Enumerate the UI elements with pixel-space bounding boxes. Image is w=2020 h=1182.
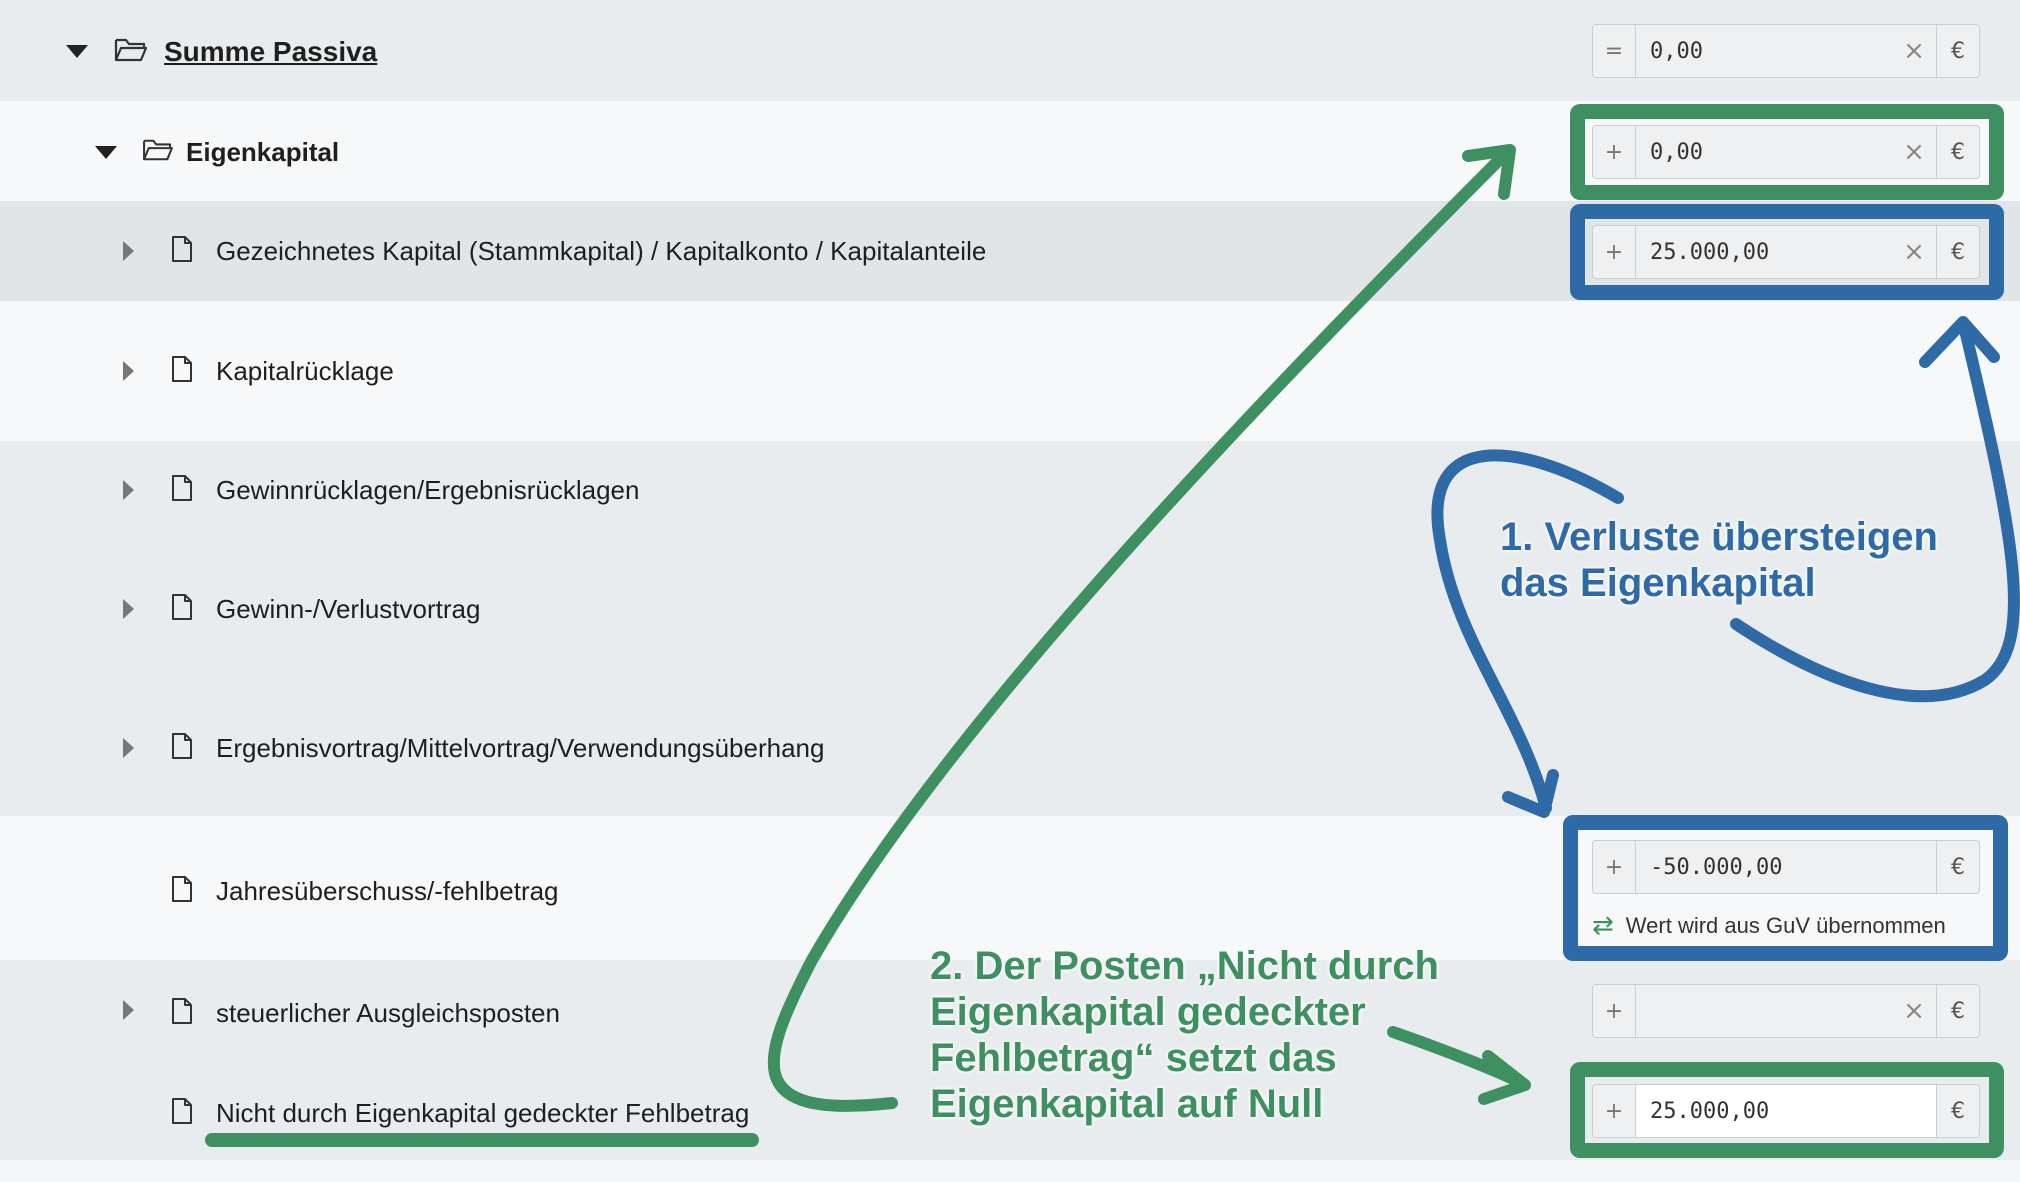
highlight-box-fehlbetrag (1570, 1062, 2004, 1158)
file-icon (172, 356, 192, 382)
item-label[interactable]: Kapitalrücklage (216, 356, 394, 386)
collapse-caret-icon[interactable] (66, 45, 88, 58)
item-label[interactable]: Nicht durch Eigenkapital gedeckter Fehlb… (216, 1098, 750, 1128)
file-icon (172, 1098, 192, 1124)
guv-hint: ⇄ Wert wird aus GuV übernommen (1592, 910, 1946, 941)
note-line: Fehlbetrag“ setzt das (930, 1036, 1337, 1080)
euro-suffix: € (1936, 126, 1979, 178)
plus-prefix: + (1593, 841, 1636, 893)
input-value[interactable]: 0,00 (1650, 38, 1703, 64)
row-kapitalruecklage (0, 301, 2020, 441)
input-value[interactable]: 25.000,00 (1650, 239, 1770, 265)
file-icon (172, 236, 192, 262)
euro-suffix: € (1936, 1085, 1979, 1137)
expand-caret-icon[interactable] (123, 599, 134, 619)
file-icon (172, 733, 192, 759)
item-label[interactable]: steuerlicher Ausgleichsposten (216, 998, 560, 1028)
file-icon (172, 475, 192, 501)
plus-prefix: + (1593, 1085, 1636, 1137)
plus-prefix: + (1593, 226, 1636, 278)
summe-passiva-input[interactable]: = 0,00 × € (1592, 24, 1980, 78)
highlight-box-eigenkapital (1570, 104, 2004, 200)
folder-open-icon (143, 139, 173, 161)
summe-passiva-label[interactable]: Summe Passiva (164, 36, 378, 67)
clear-icon[interactable]: × (1903, 237, 1925, 267)
input-value[interactable]: 25.000,00 (1636, 1085, 1936, 1137)
clear-icon[interactable]: × (1903, 996, 1925, 1026)
note-line: Eigenkapital gedeckter (930, 990, 1366, 1034)
item-label[interactable]: Gewinn-/Verlustvortrag (216, 594, 481, 624)
file-icon (172, 594, 192, 620)
plus-prefix: + (1593, 126, 1636, 178)
sync-icon: ⇄ (1592, 910, 1614, 940)
clear-icon[interactable]: × (1903, 36, 1925, 66)
file-icon (172, 998, 192, 1024)
euro-suffix: € (1936, 841, 1979, 893)
ausgleichsposten-input[interactable]: + × € (1592, 984, 1980, 1038)
expand-caret-icon[interactable] (123, 1000, 134, 1020)
plus-prefix: + (1593, 985, 1636, 1037)
item-label[interactable]: Jahresüberschuss/-fehlbetrag (216, 876, 559, 906)
highlight-box-jahresueberschuss (1563, 815, 2008, 961)
note-line: 1. Verluste übersteigen (1500, 515, 1938, 559)
equals-prefix: = (1593, 25, 1636, 77)
note-line: Eigenkapital auf Null (930, 1082, 1324, 1126)
file-icon (172, 876, 192, 902)
note-line: das Eigenkapital (1500, 561, 1816, 605)
input-value[interactable]: 0,00 (1650, 139, 1703, 165)
euro-suffix: € (1936, 25, 1979, 77)
clear-icon[interactable]: × (1903, 137, 1925, 167)
input-value[interactable]: -50.000,00 (1650, 854, 1783, 880)
guv-hint-text: Wert wird aus GuV übernommen (1625, 912, 1946, 938)
expand-caret-icon[interactable] (123, 361, 134, 381)
euro-suffix: € (1936, 226, 1979, 278)
jahresueberschuss-input[interactable]: + -50.000,00 € (1592, 840, 1980, 894)
folder-open-icon (114, 38, 148, 62)
expand-caret-icon[interactable] (123, 480, 134, 500)
euro-suffix: € (1936, 985, 1979, 1037)
item-label[interactable]: Gewinnrücklagen/Ergebnisrücklagen (216, 475, 640, 505)
collapse-caret-icon[interactable] (95, 146, 117, 159)
eigenkapital-label[interactable]: Eigenkapital (186, 137, 340, 167)
row-group-ruecklagen (0, 441, 2020, 816)
note-verluste: 1. Verluste übersteigen das Eigenkapital (1500, 514, 1938, 606)
fehlbetrag-input[interactable]: + 25.000,00 € (1592, 1084, 1980, 1138)
eigenkapital-input[interactable]: + 0,00 × € (1592, 125, 1980, 179)
note-line: 2. Der Posten „Nicht durch (930, 944, 1439, 988)
gezeichnetes-kapital-input[interactable]: + 25.000,00 × € (1592, 225, 1980, 279)
item-label[interactable]: Gezeichnetes Kapital (Stammkapital) / Ka… (216, 236, 987, 266)
highlight-box-gezeichnetes-kapital (1570, 204, 2004, 300)
item-label[interactable]: Ergebnisvortrag/Mittelvortrag/Verwendung… (216, 733, 825, 763)
note-fehlbetrag: 2. Der Posten „Nicht durch Eigenkapital … (930, 943, 1439, 1127)
expand-caret-icon[interactable] (123, 241, 134, 261)
expand-caret-icon[interactable] (123, 738, 134, 758)
